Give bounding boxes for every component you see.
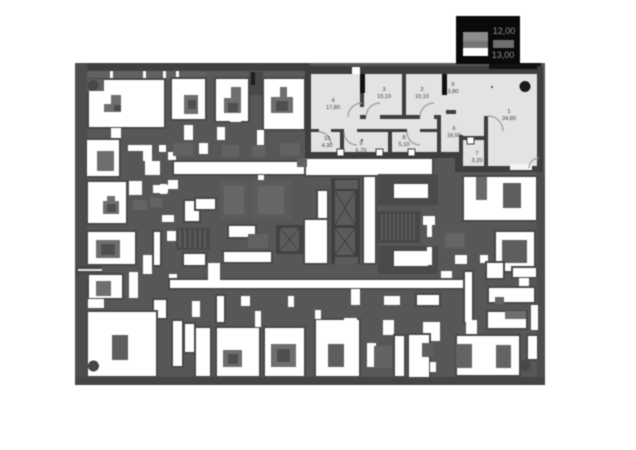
svg-text:4: 4 <box>331 98 334 104</box>
svg-text:10: 10 <box>324 136 330 142</box>
svg-text:8: 8 <box>402 135 405 141</box>
svg-text:7: 7 <box>475 151 478 157</box>
svg-text:2: 2 <box>420 87 423 93</box>
svg-text:6,70: 6,70 <box>356 148 367 154</box>
svg-text:3,20: 3,20 <box>472 158 483 164</box>
svg-text:1: 1 <box>507 109 510 115</box>
svg-text:4,30: 4,30 <box>322 143 333 149</box>
svg-text:10,10: 10,10 <box>415 94 429 100</box>
svg-text:3,80: 3,80 <box>448 89 459 95</box>
svg-text:3: 3 <box>382 87 385 93</box>
svg-text:13,00: 13,00 <box>492 50 515 60</box>
svg-text:10,10: 10,10 <box>377 94 391 100</box>
svg-text:17,80: 17,80 <box>326 105 340 111</box>
svg-text:12,00: 12,00 <box>493 26 516 36</box>
svg-text:16,50: 16,50 <box>447 133 461 139</box>
svg-text:9: 9 <box>359 141 362 147</box>
svg-text:5,10: 5,10 <box>399 142 410 148</box>
svg-text:34,80: 34,80 <box>502 116 516 122</box>
svg-text:6: 6 <box>452 126 455 132</box>
svg-text:5: 5 <box>451 82 454 88</box>
